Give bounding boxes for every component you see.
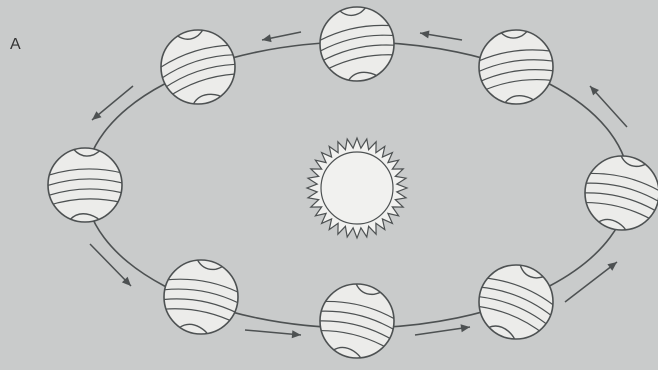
sun-disc [321, 152, 393, 224]
globe-icon [155, 255, 246, 341]
direction-arrow-icon [420, 31, 462, 41]
direction-arrow-icon [565, 262, 617, 302]
direction-arrow-icon [590, 86, 627, 127]
globe-icon [44, 148, 126, 224]
direction-arrow-icon [92, 86, 133, 120]
globe-icon [310, 0, 403, 88]
sun-icon [307, 138, 407, 238]
globe-icon [465, 254, 567, 352]
globe-icon [574, 148, 658, 238]
direction-arrow-icon [262, 32, 301, 42]
direction-arrow-icon [90, 244, 131, 286]
globe-icon [471, 26, 560, 109]
globe-icon [309, 276, 404, 366]
direction-arrow-icon [415, 324, 470, 335]
direction-arrow-icon [245, 330, 301, 338]
globe-icon [149, 20, 248, 114]
